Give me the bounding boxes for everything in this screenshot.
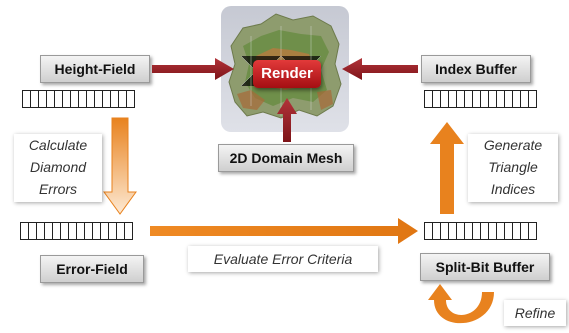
evaluate-error-criteria-label: Evaluate Error Criteria	[188, 246, 378, 272]
arrow-calculate-down	[103, 117, 137, 215]
index-buffer-array	[424, 90, 537, 108]
generate-line-2: Triangle	[488, 159, 538, 175]
arrow-evaluate-right	[150, 218, 418, 244]
arrow-refine-loop	[428, 284, 494, 324]
render-node: Render	[253, 60, 321, 88]
error-field-node: Error-Field	[40, 255, 144, 283]
error-field-array	[20, 222, 133, 240]
calculate-diamond-errors-label: Calculate Diamond Errors	[14, 134, 102, 202]
generate-line-3: Indices	[490, 181, 536, 197]
split-bit-buffer-node: Split-Bit Buffer	[420, 253, 550, 281]
height-field-array	[22, 90, 135, 108]
arrow-height-to-render	[152, 58, 234, 80]
calculate-line-2: Diamond	[29, 159, 87, 175]
generate-triangle-indices-label: Generate Triangle Indices	[468, 134, 558, 202]
arrow-generate-up	[430, 122, 464, 214]
split-bit-buffer-array	[424, 222, 537, 240]
refine-label: Refine	[504, 300, 566, 326]
domain-mesh-node: 2D Domain Mesh	[218, 144, 354, 172]
arrow-mesh-to-render	[277, 98, 297, 142]
generate-line-1: Generate	[483, 137, 543, 153]
height-field-node: Height-Field	[40, 55, 150, 83]
calculate-line-1: Calculate	[28, 137, 88, 153]
arrow-index-to-render	[342, 58, 418, 80]
calculate-line-3: Errors	[38, 181, 78, 197]
index-buffer-node: Index Buffer	[421, 55, 531, 83]
